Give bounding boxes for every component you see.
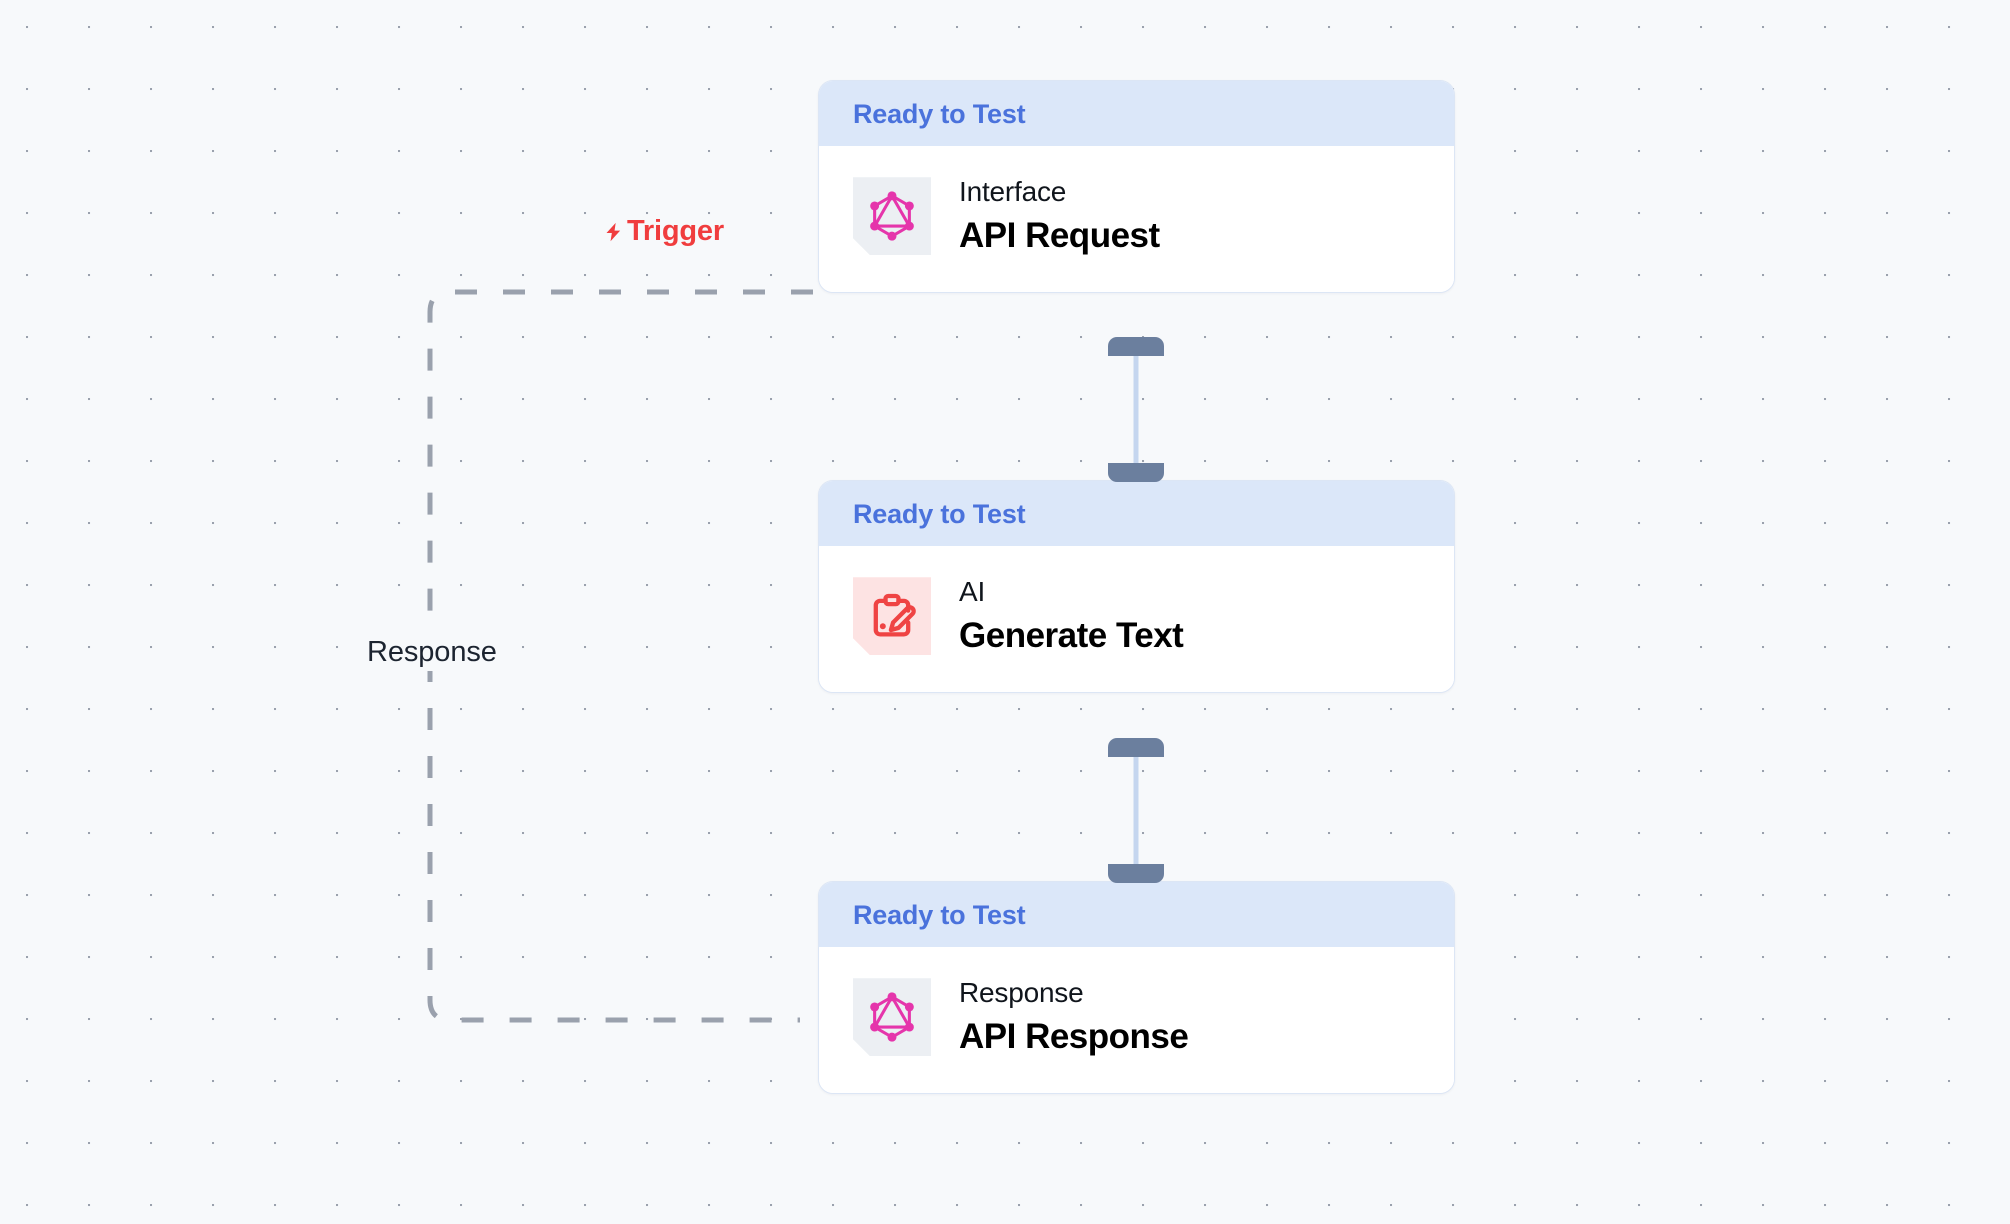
node-body: Response API Response bbox=[819, 947, 1454, 1094]
handle-response-target[interactable] bbox=[1108, 864, 1164, 883]
handle-generate-source[interactable] bbox=[1108, 738, 1164, 757]
node-body: Interface API Request bbox=[819, 146, 1454, 293]
node-status-header: Ready to Test bbox=[819, 81, 1454, 146]
graphql-icon bbox=[853, 177, 931, 255]
clipboard-pencil-icon bbox=[853, 577, 931, 655]
node-status-text: Ready to Test bbox=[853, 900, 1026, 930]
trigger-edge-label-text: Trigger bbox=[627, 215, 724, 247]
node-status-text: Ready to Test bbox=[853, 99, 1026, 129]
edge-response-dashed bbox=[427, 660, 800, 1023]
graphql-icon bbox=[853, 978, 931, 1056]
handle-request-source[interactable] bbox=[1108, 337, 1164, 356]
node-api-response[interactable]: Ready to Test bbox=[818, 881, 1455, 1095]
edge-trigger-dashed bbox=[427, 289, 813, 620]
node-kind-label: Response bbox=[959, 977, 1084, 1008]
node-text-group: AI Generate Text bbox=[959, 576, 1184, 656]
node-text-group: Response API Response bbox=[959, 977, 1189, 1057]
node-api-request[interactable]: Ready to Test bbox=[818, 80, 1455, 294]
handle-generate-target[interactable] bbox=[1108, 463, 1164, 482]
node-title-label: Generate Text bbox=[959, 616, 1184, 656]
lightning-bolt-icon bbox=[603, 219, 624, 245]
response-edge-label: Response bbox=[358, 634, 506, 671]
node-status-header: Ready to Test bbox=[819, 481, 1454, 546]
node-kind-label: AI bbox=[959, 576, 986, 607]
node-status-text: Ready to Test bbox=[853, 499, 1026, 529]
node-body: AI Generate Text bbox=[819, 546, 1454, 693]
node-status-header: Ready to Test bbox=[819, 882, 1454, 947]
node-title-label: API Response bbox=[959, 1017, 1189, 1057]
trigger-edge-label: Trigger bbox=[603, 217, 724, 246]
node-text-group: Interface API Request bbox=[959, 176, 1160, 256]
node-generate-text[interactable]: Ready to Test AI Generate Text bbox=[818, 480, 1455, 694]
response-edge-label-text: Response bbox=[367, 636, 497, 668]
node-title-label: API Request bbox=[959, 216, 1160, 256]
node-kind-label: Interface bbox=[959, 176, 1067, 207]
